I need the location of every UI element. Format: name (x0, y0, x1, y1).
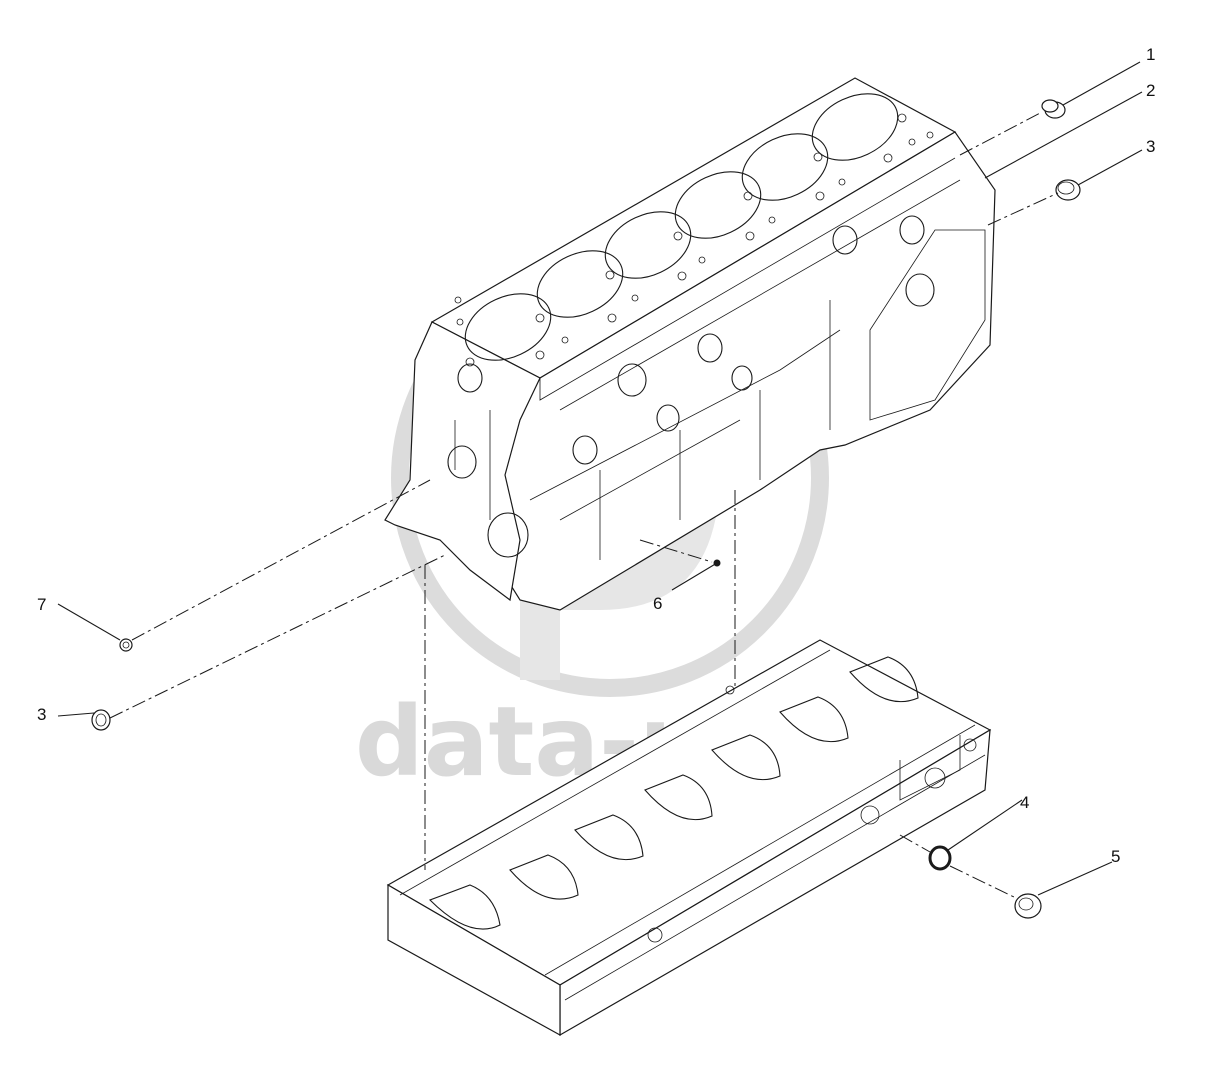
callout-3-right: 3 (1146, 137, 1155, 156)
part-1-plug (1041, 99, 1066, 119)
callout-1: 1 (1146, 45, 1155, 64)
bedplate-details (399, 649, 986, 1001)
part-7-plug (119, 638, 133, 652)
bedplate (386, 639, 992, 1037)
callout-labels: 1 2 3 4 5 6 7 3 (37, 45, 1155, 866)
callout-7: 7 (37, 595, 46, 614)
callout-4: 4 (1020, 793, 1029, 812)
cylinder-bores (464, 93, 899, 361)
deck-bolt-holes (454, 113, 934, 367)
side-ports (447, 215, 935, 558)
part-5-plug (1014, 893, 1042, 919)
bearing-saddles (429, 656, 919, 930)
part-3-left-cap (91, 709, 111, 731)
engine-block-left-face (384, 321, 541, 602)
small-parts (91, 99, 1081, 919)
engine-block (384, 77, 996, 611)
callout-5: 5 (1111, 847, 1120, 866)
callout-2: 2 (1146, 81, 1155, 100)
part-3-right-cap (1055, 179, 1081, 201)
part-4-o-ring (928, 845, 952, 871)
bedplate-left-face (387, 883, 561, 1037)
leader-lines (57, 61, 1143, 896)
callout-3-left: 3 (37, 705, 46, 724)
dashed-axes (109, 111, 1059, 899)
block-ribs (454, 157, 986, 560)
callout-6: 6 (653, 594, 662, 613)
